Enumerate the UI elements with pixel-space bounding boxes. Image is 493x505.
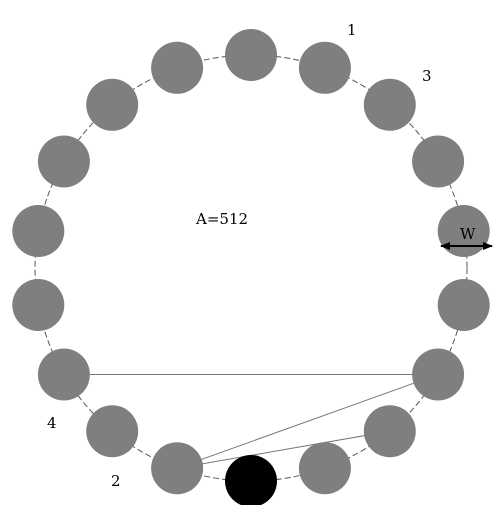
movement-path-2	[176, 374, 439, 469]
target-circle	[363, 78, 416, 131]
target-circle	[12, 205, 65, 257]
width-label: W	[460, 225, 476, 243]
target-circle	[412, 135, 465, 188]
start-target	[225, 455, 277, 505]
target-circle	[437, 279, 490, 331]
movement-path-1	[177, 430, 390, 469]
sequence-label-3: 3	[422, 67, 432, 85]
target-circle	[37, 348, 90, 401]
target-circle	[86, 78, 139, 131]
sequence-label-4: 4	[47, 414, 57, 432]
target-circle	[37, 135, 90, 188]
target-circle	[12, 279, 65, 331]
target-circle	[225, 29, 277, 81]
target-circle	[86, 405, 139, 458]
target-circle	[363, 405, 416, 458]
target-ring	[12, 29, 490, 505]
target-circle	[151, 442, 204, 495]
target-circle	[412, 348, 465, 401]
sequence-labels: 1 2 3 4	[47, 21, 432, 490]
target-circle	[151, 41, 204, 94]
sequence-label-1: 1	[347, 21, 357, 39]
sequence-label-2: 2	[111, 472, 121, 490]
target-circle	[298, 442, 351, 495]
width-indicator: W	[440, 225, 493, 250]
amplitude-label: A=512	[195, 210, 248, 228]
target-circle	[298, 41, 351, 94]
movement-paths	[62, 370, 439, 469]
